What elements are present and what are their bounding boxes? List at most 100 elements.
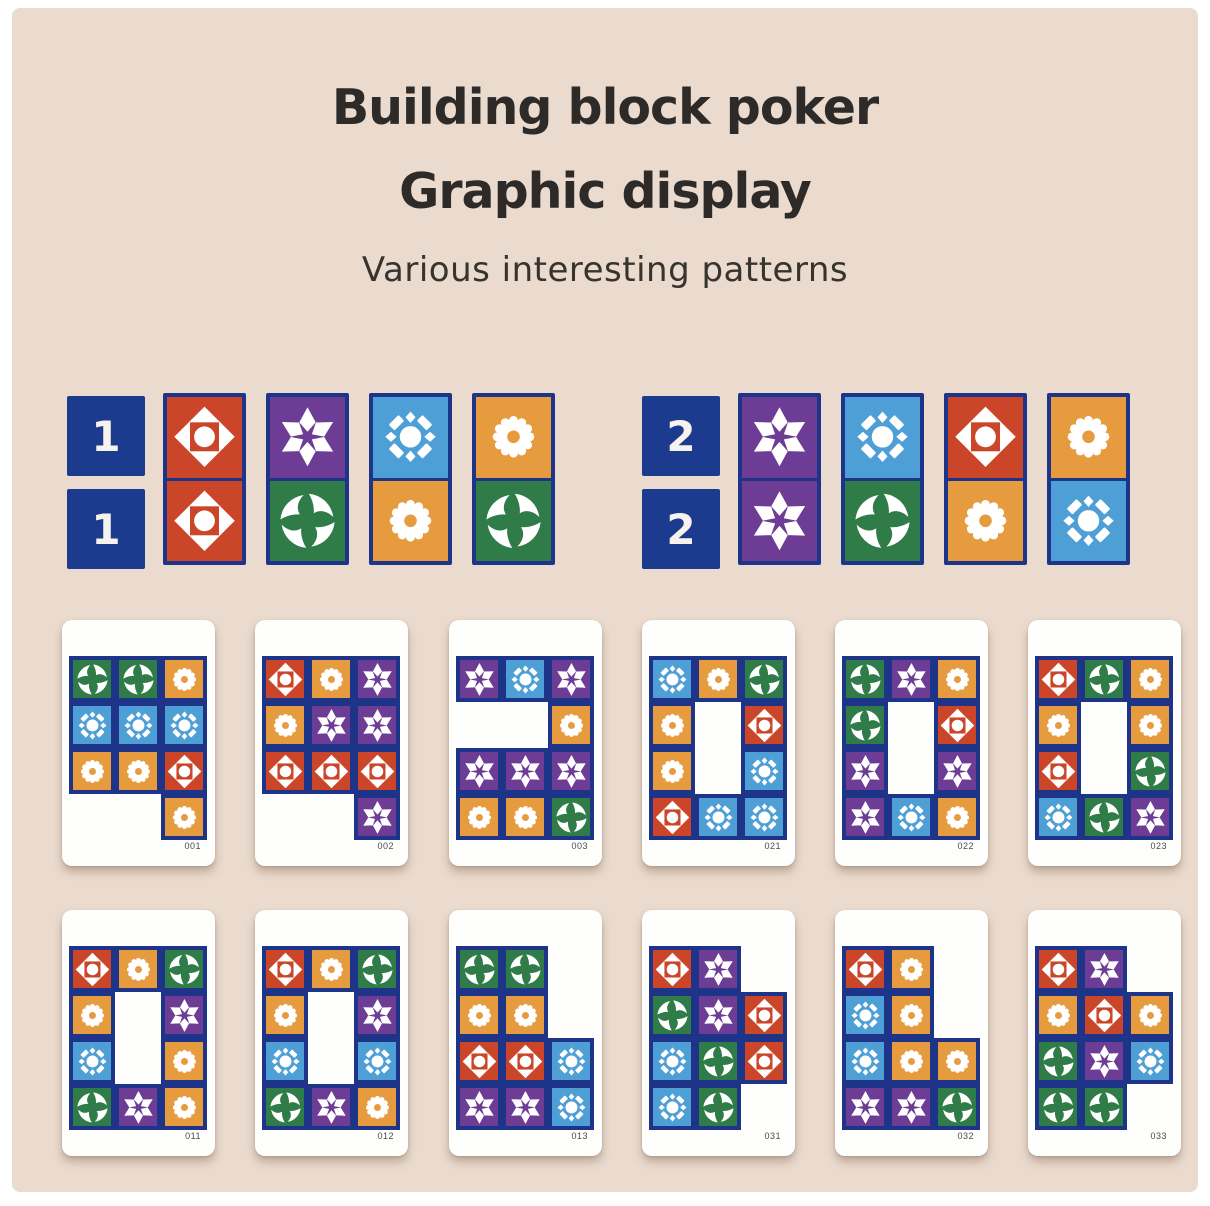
sun-cell — [934, 656, 980, 702]
diamond-cell — [1035, 748, 1081, 794]
ring-cell — [548, 1084, 594, 1130]
star-tile — [938, 752, 976, 790]
star-cell — [888, 656, 934, 702]
swirl-icon — [555, 801, 587, 833]
sun-cell — [548, 702, 594, 748]
card-label: 032 — [957, 1131, 974, 1141]
diamond-target-icon — [655, 952, 689, 986]
star-cell — [1081, 1038, 1127, 1084]
star-cell — [1081, 946, 1127, 992]
diamond-tile — [846, 950, 884, 988]
sun-tile — [938, 798, 976, 836]
sunflower-icon — [899, 1049, 923, 1073]
sunflower-icon — [660, 713, 684, 737]
diamond-ring-icon — [857, 412, 908, 463]
ring-cell — [1127, 1038, 1173, 1084]
pattern-card-032: 032 — [835, 910, 988, 1156]
empty-cell — [934, 946, 980, 992]
pattern-card-021: 021 — [642, 620, 795, 866]
swirl-icon — [509, 953, 541, 985]
swirl-icon — [76, 1091, 108, 1123]
sun-tile — [119, 950, 157, 988]
header: Building block poker Graphic display Var… — [12, 66, 1198, 290]
star-cell — [115, 1084, 161, 1130]
sun-tile — [165, 1042, 203, 1080]
sunflower-icon — [80, 759, 104, 783]
empty-cell — [695, 748, 741, 794]
tile-grid — [262, 946, 400, 1130]
title-line-2: Graphic display — [399, 163, 812, 220]
diamond-cell — [1035, 946, 1081, 992]
star-cell — [502, 1084, 548, 1130]
star-tile — [742, 480, 817, 561]
swirl-icon — [1042, 1045, 1074, 1077]
swirl-tile — [745, 660, 783, 698]
sun-tile — [892, 1042, 930, 1080]
star-flower-icon — [169, 998, 199, 1032]
diamond-tile — [1085, 996, 1123, 1034]
ring-cell — [842, 992, 888, 1038]
empty-cell — [115, 794, 161, 840]
star-flower-icon — [316, 708, 346, 742]
card-label: 012 — [377, 1131, 394, 1141]
sun-tile — [460, 996, 498, 1034]
diamond-tile — [358, 752, 396, 790]
sun-cell — [161, 1084, 207, 1130]
sun-tile — [165, 1088, 203, 1126]
sunflower-icon — [513, 1003, 537, 1027]
sun-tile — [1051, 397, 1126, 478]
diamond-target-icon — [508, 1044, 542, 1078]
domino-row — [163, 393, 555, 569]
swirl-tile — [270, 480, 345, 561]
sunflower-icon — [172, 667, 196, 691]
star-flower-icon — [753, 491, 806, 551]
diamond-tile — [653, 950, 691, 988]
empty-cell — [741, 946, 787, 992]
diamond-tile — [1039, 660, 1077, 698]
swirl-icon — [1134, 755, 1166, 787]
card-label: 021 — [764, 841, 781, 851]
sun-cell — [69, 992, 115, 1038]
sun-tile — [358, 1088, 396, 1126]
ring-tile — [745, 752, 783, 790]
star-flower-icon — [464, 662, 494, 696]
diamond-target-icon — [75, 952, 109, 986]
diamond-cell — [649, 794, 695, 840]
diamond-tile — [653, 798, 691, 836]
diamond-target-icon — [940, 708, 974, 742]
star-cell — [308, 1084, 354, 1130]
diamond-tile — [1039, 950, 1077, 988]
sun-tile — [938, 660, 976, 698]
star-tile — [506, 752, 544, 790]
star-cell — [548, 748, 594, 794]
star-flower-icon — [281, 407, 334, 467]
star-flower-icon — [556, 754, 586, 788]
diamond-tile — [167, 480, 242, 561]
diamond-target-icon — [747, 708, 781, 742]
sun-tile — [73, 752, 111, 790]
ring-cell — [354, 1038, 400, 1084]
star-flower-icon — [362, 998, 392, 1032]
star-flower-icon — [464, 1090, 494, 1124]
star-flower-icon — [896, 662, 926, 696]
swirl-tile — [699, 1042, 737, 1080]
sun-tile — [653, 752, 691, 790]
sun-tile — [938, 1042, 976, 1080]
diamond-cell — [649, 946, 695, 992]
diamond-target-icon — [360, 754, 394, 788]
swirl-cell — [69, 656, 115, 702]
sun-cell — [115, 946, 161, 992]
sunflower-icon — [1067, 416, 1110, 459]
sun-tile — [1039, 706, 1077, 744]
sunflower-icon — [172, 805, 196, 829]
sun-cell — [934, 794, 980, 840]
diamond-ring-icon — [1063, 495, 1114, 546]
star-tile — [1085, 950, 1123, 988]
swirl-icon — [702, 1091, 734, 1123]
sun-tile — [266, 996, 304, 1034]
star-tile — [312, 706, 350, 744]
star-cell — [695, 946, 741, 992]
ring-cell — [649, 1038, 695, 1084]
diamond-ring-icon — [750, 757, 778, 785]
swirl-cell — [548, 794, 594, 840]
